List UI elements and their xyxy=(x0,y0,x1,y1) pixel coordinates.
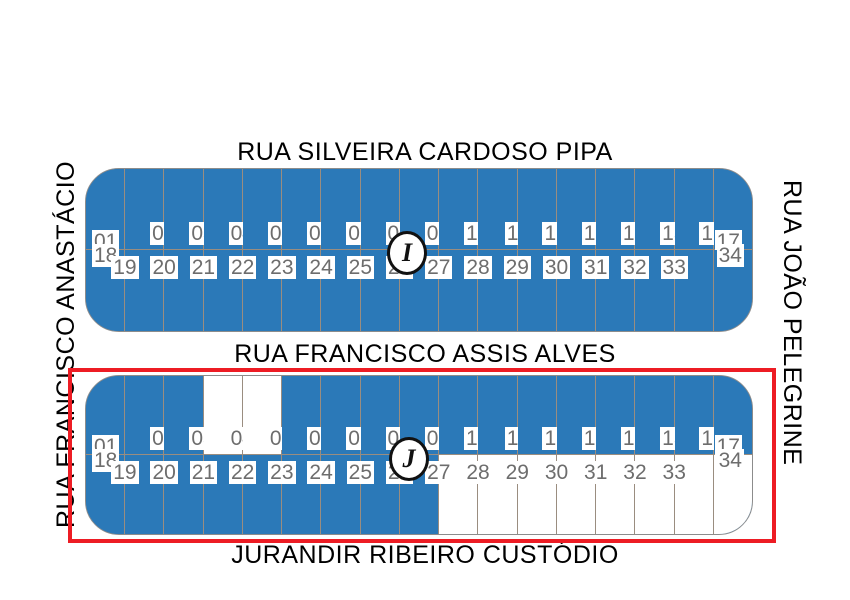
lot-cell[interactable]: 02 xyxy=(125,376,178,455)
lot-number-plate: 33 xyxy=(660,256,688,279)
street-label-right: RUA JOÃO PELEGRINE xyxy=(778,180,806,466)
lot-number-plate: 28 xyxy=(464,256,492,279)
lot-cell[interactable]: 04 xyxy=(203,376,256,455)
lot-number-plate: 28 xyxy=(464,461,492,484)
lot-cell[interactable]: 16 xyxy=(674,169,727,250)
lot-number-plate: 20 xyxy=(150,256,178,279)
lot-cell[interactable]: 11 xyxy=(478,169,531,250)
lot-number-plate: 21 xyxy=(189,461,218,484)
lot-cell[interactable]: 34 xyxy=(713,244,752,331)
lot-cell[interactable]: 12 xyxy=(517,169,570,250)
block-i-row-top: 0102030405060708091011121314151617 xyxy=(86,169,752,253)
lot-cell[interactable]: 02 xyxy=(125,169,178,250)
lot-number-plate: 32 xyxy=(621,256,649,279)
lot-cell[interactable]: 05 xyxy=(242,376,296,455)
lot-cell[interactable]: 27 xyxy=(425,250,479,331)
lot-cell[interactable]: 12 xyxy=(517,376,570,455)
lot-cell[interactable]: 34 xyxy=(713,449,752,534)
lot-number-plate: 31 xyxy=(582,256,610,279)
lot-cell[interactable]: 05 xyxy=(242,169,296,250)
lot-cell[interactable]: 07 xyxy=(321,376,374,455)
lot-number-plate: 25 xyxy=(346,256,374,279)
lot-cell[interactable]: 31 xyxy=(582,250,636,331)
street-label-middle: RUA FRANCISCO ASSIS ALVES xyxy=(234,340,616,368)
lot-number-plate: 21 xyxy=(189,256,218,279)
street-label-top: RUA SILVEIRA CARDOSO PIPA xyxy=(237,138,613,166)
lot-number-plate: 24 xyxy=(307,256,335,279)
block-j-row-top: 0102030405060708091011121314151617 xyxy=(86,376,752,458)
lot-cell[interactable]: 03 xyxy=(164,169,217,250)
lot-number-plate: 25 xyxy=(346,461,374,484)
block-badge-i: I xyxy=(387,231,427,275)
lot-cell[interactable]: 15 xyxy=(635,169,688,250)
lot-cell[interactable]: 10 xyxy=(439,376,492,455)
lot-cell[interactable]: 13 xyxy=(556,376,610,455)
lot-number-plate: 29 xyxy=(503,256,531,279)
lot-cell[interactable]: 28 xyxy=(464,455,518,534)
lot-cell[interactable]: 22 xyxy=(228,250,283,331)
lot-cell[interactable]: 01 xyxy=(86,376,126,458)
street-label-bottom: JURANDIR RIBEIRO CUSTÓDIO xyxy=(231,541,619,569)
lot-number-plate: 22 xyxy=(228,256,257,279)
lot-number-plate: 27 xyxy=(425,256,453,279)
lot-number-plate: 19 xyxy=(111,256,139,279)
lot-number-plate: 19 xyxy=(111,461,139,484)
lot-cell[interactable]: 16 xyxy=(674,376,727,455)
lot-number-plate: 27 xyxy=(425,461,453,484)
lot-cell[interactable]: 25 xyxy=(346,250,400,331)
lot-cell[interactable]: 11 xyxy=(478,376,531,455)
lot-cell[interactable]: 13 xyxy=(556,169,610,250)
lot-cell[interactable]: 06 xyxy=(282,169,335,250)
block-j-row-bottom: 1819202122232425262728293031323334 xyxy=(86,449,752,534)
lot-cell[interactable]: 21 xyxy=(189,455,243,534)
lot-number-plate: 23 xyxy=(268,256,296,279)
lot-cell[interactable]: 07 xyxy=(321,169,374,250)
lot-cell[interactable]: 14 xyxy=(596,169,649,250)
lot-number-plate: 34 xyxy=(716,449,744,472)
block-badge-j: J xyxy=(389,437,429,481)
lot-cell[interactable]: 06 xyxy=(282,376,335,455)
lot-cell[interactable]: 17 xyxy=(713,376,752,458)
lot-cell[interactable]: 28 xyxy=(464,250,518,331)
street-label-left: RUA FRANCISCO ANASTÁCIO xyxy=(52,160,80,528)
lot-number-plate: 31 xyxy=(582,461,610,484)
lot-number-plate: 30 xyxy=(542,461,571,484)
lot-number-plate: 33 xyxy=(660,461,688,484)
lot-number-plate: 32 xyxy=(621,461,649,484)
lot-number-plate: 24 xyxy=(307,461,335,484)
lot-cell[interactable]: 33 xyxy=(660,250,714,331)
lot-cell[interactable]: 32 xyxy=(621,455,675,534)
lot-cell[interactable]: 01 xyxy=(86,169,126,253)
lot-number-plate: 34 xyxy=(716,244,744,267)
lot-cell[interactable]: 17 xyxy=(713,169,752,253)
lot-cell[interactable]: 04 xyxy=(203,169,256,250)
lot-number-plate: 29 xyxy=(503,461,531,484)
lot-number-plate: 30 xyxy=(542,256,571,279)
lot-cell[interactable]: 14 xyxy=(596,376,649,455)
lot-cell[interactable]: 15 xyxy=(635,376,688,455)
lot-number-plate: 20 xyxy=(150,461,178,484)
lot-cell[interactable]: 03 xyxy=(164,376,217,455)
lot-cell[interactable]: 10 xyxy=(439,169,492,250)
lot-number-plate: 22 xyxy=(228,461,257,484)
lot-cell[interactable]: 33 xyxy=(660,455,714,534)
lot-number-plate: 23 xyxy=(268,461,296,484)
block-i[interactable]: 0102030405060708091011121314151617 18192… xyxy=(85,168,753,332)
lot-cell[interactable]: 18 xyxy=(86,244,126,331)
